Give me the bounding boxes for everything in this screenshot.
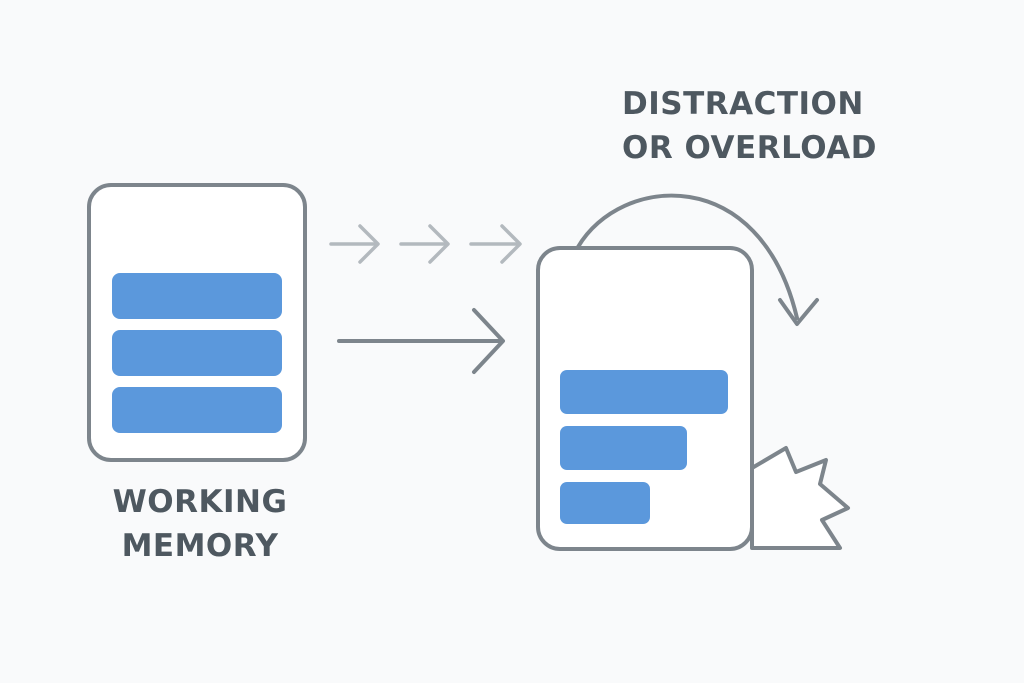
working-memory-card [87,183,307,462]
distraction-label-line-2: OR OVERLOAD [622,130,877,166]
memory-bar-2 [112,330,282,376]
flow-arrows [329,224,522,264]
overload-bar-3 [560,482,650,524]
burst-icon [750,446,850,550]
overload-bar-1 [560,370,728,414]
chevron-right-icon [399,224,450,264]
overloaded-memory-card [536,246,754,551]
memory-bar-3 [112,387,282,433]
working-memory-label-line-2: MEMORY [121,528,279,564]
distraction-label-line-1: DISTRACTION [622,86,864,122]
working-memory-label: WORKING MEMORY [110,480,290,568]
memory-bar-1 [112,273,282,319]
working-memory-label-line-1: WORKING [112,484,288,520]
curved-arrow-icon [576,193,819,326]
chevron-right-icon [329,224,380,264]
distraction-label: DISTRACTION OR OVERLOAD [622,82,877,170]
arrow-right-icon [337,308,505,374]
overload-bar-2 [560,426,687,470]
chevron-right-icon [469,224,522,264]
